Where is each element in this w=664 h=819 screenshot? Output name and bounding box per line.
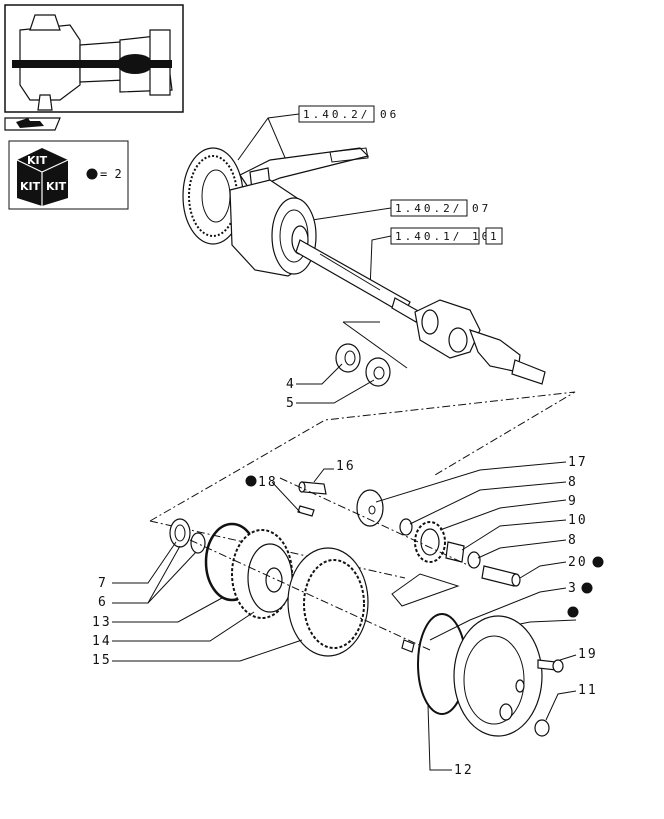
callout-8-upper: 8 <box>568 475 578 490</box>
callout-12: 12 <box>454 763 474 778</box>
reference-link-07[interactable]: 1.40.2/ 07 <box>390 199 491 217</box>
reference-box-1: 1 <box>485 227 503 245</box>
callout-14: 14 <box>92 634 112 649</box>
washer-8b <box>467 551 481 569</box>
axle-half-shaft <box>295 239 421 323</box>
washer-6 <box>190 532 206 554</box>
callout-15: 15 <box>92 653 112 668</box>
universal-joint <box>414 299 546 385</box>
reference-box-1-label: 1 <box>490 230 500 243</box>
reference-link-10a[interactable]: 1.40.1/ 10A <box>390 227 501 245</box>
axle-assembly-thumbnail-icon <box>12 14 173 111</box>
pin-16 <box>298 481 327 495</box>
ring-gear-15 <box>287 547 369 657</box>
callout-8-lower: 8 <box>568 533 578 548</box>
kit-dot-18-icon <box>245 475 257 487</box>
reference-link-10a-label: 1.40.1/ 10A <box>395 230 501 243</box>
snap-ring-7 <box>169 518 191 548</box>
roller-pin-18 <box>297 505 315 517</box>
reference-link-06[interactable]: 1.40.2/ 06 <box>298 105 399 123</box>
axle-thumbnail[interactable] <box>4 4 184 113</box>
callout-9: 9 <box>568 494 578 509</box>
callout-7: 7 <box>98 576 108 591</box>
hub-cover-12 <box>453 615 543 737</box>
callout-3: 3 <box>568 581 578 596</box>
screw-19 <box>537 659 564 673</box>
callout-10: 10 <box>568 513 588 528</box>
callout-17: 17 <box>568 455 588 470</box>
kit-dot-icon <box>86 168 98 180</box>
callout-13: 13 <box>92 615 112 630</box>
bushing-4 <box>335 343 361 373</box>
seal-5 <box>365 357 391 387</box>
differential-housing <box>229 179 317 277</box>
callout-4: 4 <box>286 377 296 392</box>
kit-box-icon: KIT KIT KIT <box>16 148 69 206</box>
planet-shaft-20 <box>481 565 521 587</box>
kit-dot-3-icon <box>581 582 593 594</box>
callout-18: 18 <box>258 475 278 490</box>
plug-11 <box>534 719 550 737</box>
planet-gear-9 <box>414 521 446 563</box>
reference-link-07-label: 1.40.2/ 07 <box>395 202 491 215</box>
kit-label-right: KIT <box>46 180 67 193</box>
planet-carrier-14 <box>231 529 293 619</box>
reference-link-06-label: 1.40.2/ 06 <box>303 108 399 121</box>
callout-16: 16 <box>336 459 356 474</box>
dowel-pin <box>401 639 415 653</box>
previous-page-button[interactable] <box>4 117 61 131</box>
explosion-frame-upper <box>149 391 576 522</box>
kit-label-left: KIT <box>20 180 41 193</box>
previous-page-hand-icon <box>16 118 44 128</box>
kit-dot-20-icon <box>592 556 604 568</box>
callout-11: 11 <box>578 683 598 698</box>
kit-dot-cover-icon <box>567 606 579 618</box>
kit-equals-text: = 2 <box>100 167 122 181</box>
kit-label-top: KIT <box>27 154 48 167</box>
callout-19: 19 <box>578 647 598 662</box>
callout-20: 20 <box>568 555 588 570</box>
callout-5: 5 <box>286 396 296 411</box>
thrust-washer-17 <box>356 489 384 527</box>
callout-6: 6 <box>98 595 108 610</box>
kit-legend: KIT KIT KIT = 2 <box>8 140 129 210</box>
washer-8a <box>399 518 413 536</box>
